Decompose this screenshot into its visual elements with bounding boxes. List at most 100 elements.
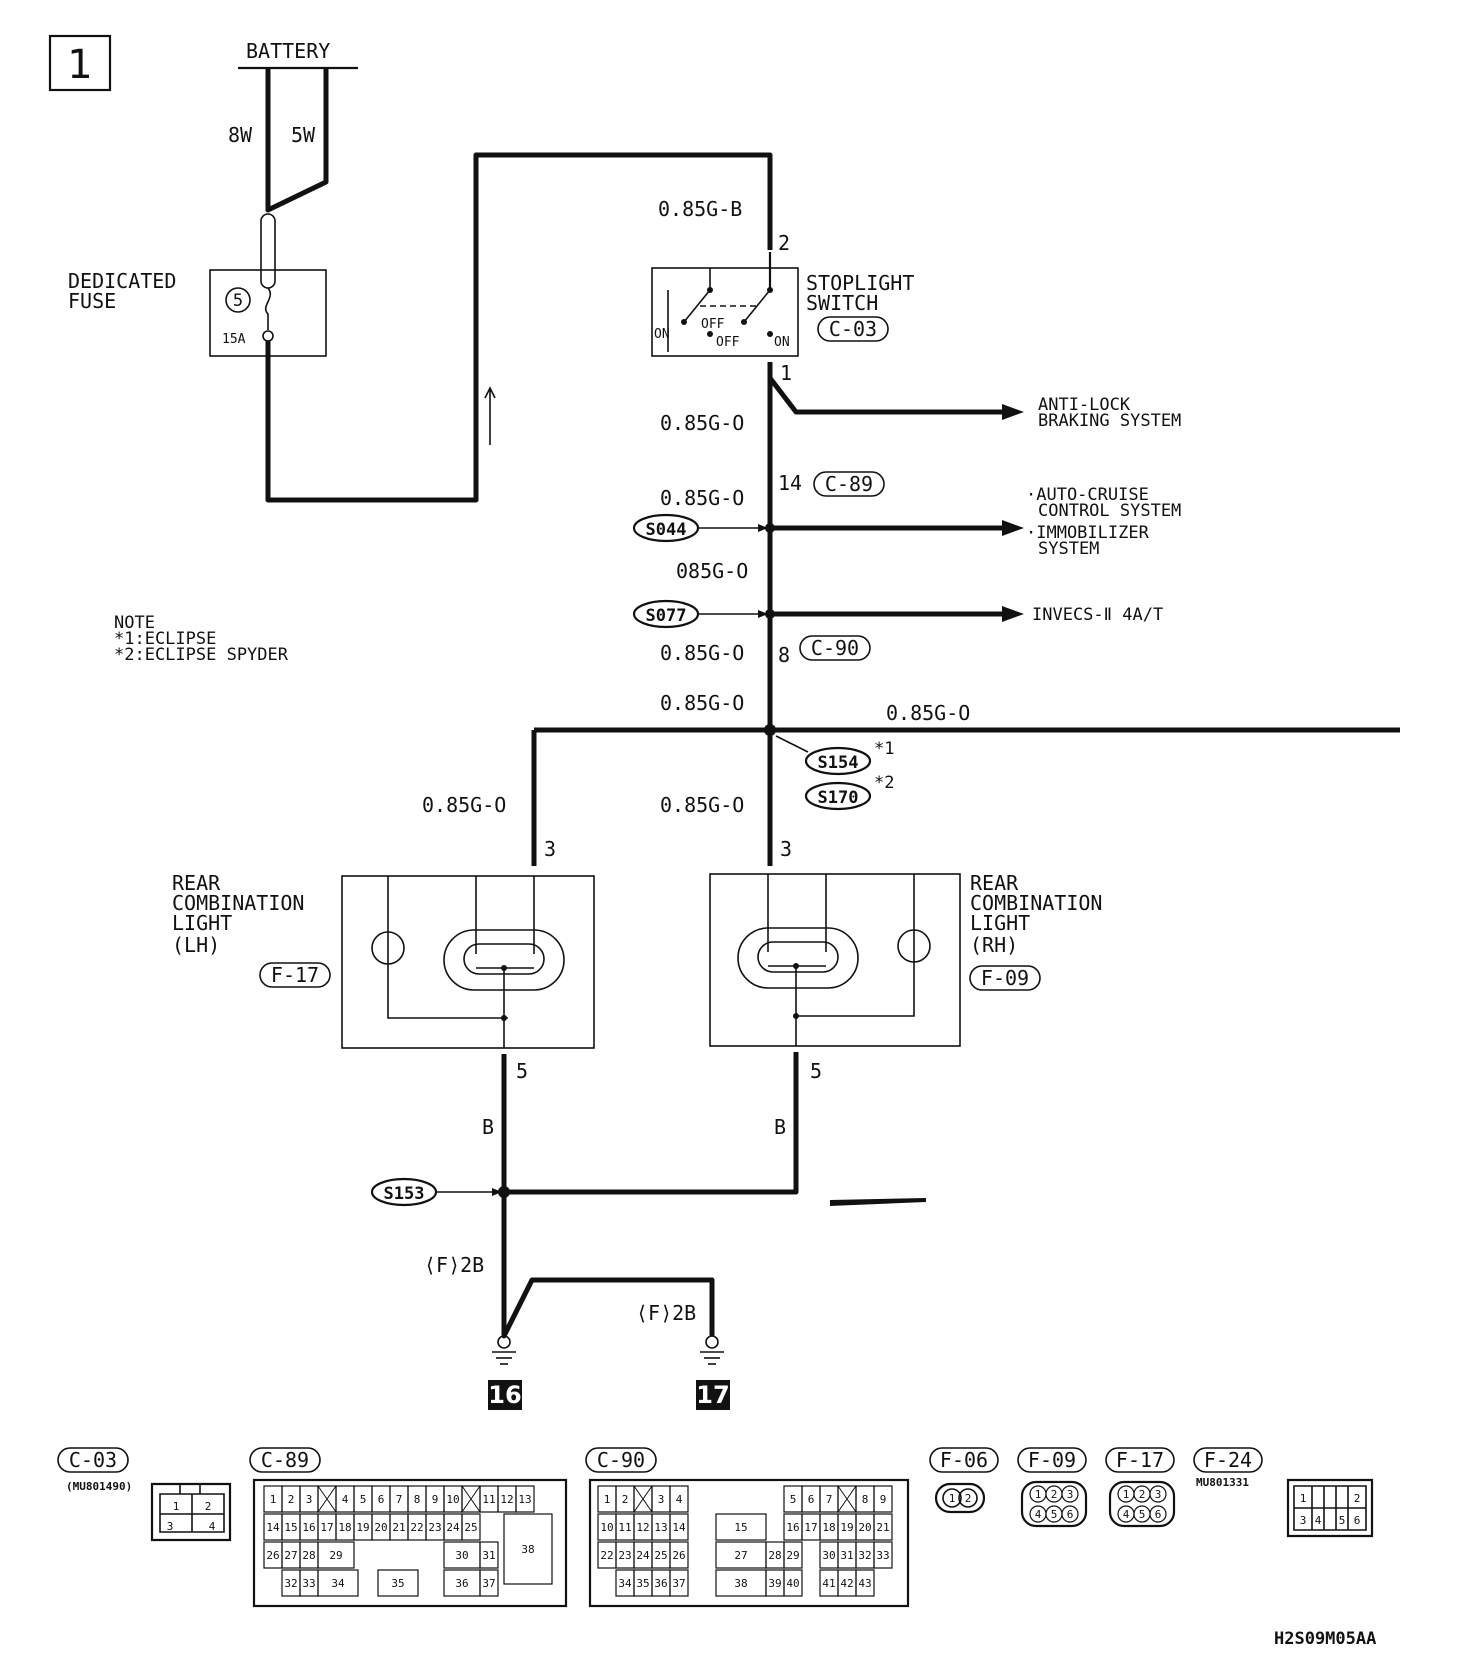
ground-16-box — [488, 1380, 522, 1410]
cv-c90-pin-17: 17 — [804, 1521, 817, 1534]
s077-splice: S077 — [646, 606, 687, 626]
cv-c89-pin-13: 13 — [518, 1493, 531, 1506]
cv-c90-pin-18: 18 — [822, 1521, 835, 1534]
cv-c89-pin-24: 24 — [446, 1521, 460, 1534]
cv-c90-pin-30: 30 — [822, 1549, 835, 1562]
lh-connector: F-17 — [271, 963, 319, 987]
lh-pin-5: 5 — [516, 1059, 528, 1083]
rh-label-4: (RH) — [970, 933, 1018, 957]
cv-c89-pin-37: 37 — [482, 1577, 495, 1590]
cv-c90-pin-19: 19 — [840, 1521, 853, 1534]
switch-on-right: ON — [774, 335, 790, 350]
cv-c89-pin-36: 36 — [455, 1577, 468, 1590]
ground-17-box — [696, 1380, 730, 1410]
cv-c89-pin-5: 5 — [360, 1493, 367, 1506]
rh-label-2: COMBINATION — [970, 891, 1102, 915]
cv-c89-pin-19: 19 — [356, 1521, 369, 1534]
cv-c90-pin-13: 13 — [654, 1521, 667, 1534]
cv-c90-pin-31: 31 — [840, 1549, 853, 1562]
cv-c89-pin-29: 29 — [329, 1549, 342, 1562]
switch-label-2: SWITCH — [806, 291, 878, 315]
cv-c89-pin-25: 25 — [464, 1521, 477, 1534]
wire-ground-right: ⟨F⟩2B — [636, 1301, 696, 1325]
fuse-number-circle — [225, 287, 251, 313]
note-line-2: *2:ECLIPSE SPYDER — [114, 645, 289, 665]
cv-c90-pin-14: 14 — [672, 1521, 686, 1534]
cv-c90-pin-38: 38 — [734, 1577, 747, 1590]
cv-f09-pin-6: 6 — [1067, 1508, 1074, 1521]
immo-label-1: ·IMMOBILIZER — [1026, 523, 1150, 543]
cv-c89-pin-9: 9 — [432, 1493, 439, 1506]
wire-c90-out: 0.85G-O — [660, 691, 744, 715]
lh-label-4: (LH) — [172, 933, 220, 957]
figure-code: H2S09M05AA — [1274, 1629, 1376, 1649]
switch-connector: C-03 — [829, 317, 877, 341]
cv-f24-pin2: 2 — [1354, 1492, 1361, 1505]
cv-c89-pin-11: 11 — [482, 1493, 495, 1506]
switch-on-left: ON — [654, 327, 670, 342]
cv-c89-pin-26: 26 — [266, 1549, 279, 1562]
cv-c90-pin-28: 28 — [768, 1549, 781, 1562]
lh-connector-tag — [259, 962, 331, 988]
cv-c89-pin-4: 4 — [342, 1493, 349, 1506]
cv-c90-body — [588, 1478, 910, 1608]
cv-c89-pin-35: 35 — [391, 1577, 404, 1590]
cv-c90-pin-24: 24 — [636, 1549, 650, 1562]
ground-17: 17 — [696, 1381, 729, 1409]
wire-lh-feed: 0.85G-O — [422, 793, 506, 817]
cv-c89-pin-2: 2 — [288, 1493, 295, 1506]
cv-c90-pin-34: 34 — [618, 1577, 632, 1590]
cv-c90-pin-37: 37 — [672, 1577, 685, 1590]
cv-c90-pin-1: 1 — [604, 1493, 611, 1506]
cruise-arrow — [1002, 520, 1024, 536]
cv-c89-pin-10: 10 — [446, 1493, 459, 1506]
rh-connector: F-09 — [981, 966, 1029, 990]
cv-f09-pin-1: 1 — [1035, 1488, 1042, 1501]
cv-c90-pin-26: 26 — [672, 1549, 685, 1562]
cv-c89-pin-32: 32 — [284, 1577, 297, 1590]
cv-c90-pin-7: 7 — [826, 1493, 833, 1506]
cv-c90-pin-35: 35 — [636, 1577, 649, 1590]
cv-c90-pin-10: 10 — [600, 1521, 613, 1534]
cv-f24-name: F-24 — [1204, 1448, 1252, 1472]
abs-label-1: ANTI-LOCK — [1038, 395, 1131, 415]
scan-mark — [830, 1198, 926, 1206]
cv-c90-pin-36: 36 — [654, 1577, 667, 1590]
cv-c89-pin-6: 6 — [378, 1493, 385, 1506]
fuse-element — [260, 213, 276, 289]
s154-splice-tag — [804, 746, 872, 776]
c89-inline: C-89 — [825, 472, 873, 496]
wire-switch-in: 0.85G-B — [658, 197, 742, 221]
cv-c90-pin-23: 23 — [618, 1549, 631, 1562]
cv-c89-pin-30: 30 — [455, 1549, 468, 1562]
abs-branch-wire — [768, 376, 1002, 415]
cv-c90-pin-22: 22 — [600, 1549, 613, 1562]
note-title: NOTE — [114, 613, 155, 633]
s170-splice: S170 — [818, 788, 859, 808]
cv-c90-pin-39: 39 — [768, 1577, 781, 1590]
cv-f06-pin1: 1 — [949, 1492, 956, 1505]
cv-f17-pin-6: 6 — [1155, 1508, 1162, 1521]
cv-c89-pin-31: 31 — [482, 1549, 495, 1562]
cv-c89-pin-22: 22 — [410, 1521, 423, 1534]
cv-c90-name: C-90 — [597, 1448, 645, 1472]
wire-ground-left: ⟨F⟩2B — [424, 1253, 484, 1277]
cv-c03-pin2: 2 — [205, 1500, 212, 1513]
cv-c89-pin-12: 12 — [500, 1493, 513, 1506]
cv-c03-name: C-03 — [69, 1448, 117, 1472]
cv-c90-pin-42: 42 — [840, 1577, 853, 1590]
cv-c90-pin-6: 6 — [808, 1493, 815, 1506]
cv-c90-pin-27: 27 — [734, 1549, 747, 1562]
cv-c03-body — [150, 1482, 232, 1542]
switch-contacts — [667, 252, 773, 352]
switch-off-left: OFF — [701, 317, 725, 332]
c90-pin: 8 — [778, 643, 790, 667]
fuse-number: 5 — [233, 291, 243, 311]
ground-split-wire — [501, 1277, 715, 1339]
lh-label-3: LIGHT — [172, 911, 232, 935]
cv-c89-pin-1: 1 — [270, 1493, 277, 1506]
cv-c89-pin-14: 14 — [266, 1521, 280, 1534]
cv-f17-name: F-17 — [1116, 1448, 1164, 1472]
